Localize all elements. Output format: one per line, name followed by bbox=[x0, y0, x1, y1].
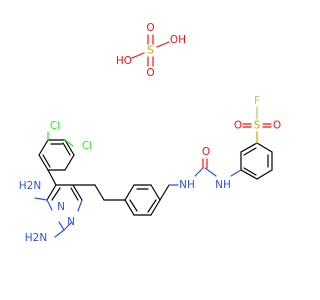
bond bbox=[256, 169, 273, 180]
bond bbox=[58, 221, 65, 231]
bond bbox=[150, 199, 161, 216]
urea-linkage: NH O NH bbox=[179, 146, 231, 191]
bond bbox=[46, 184, 57, 201]
bond bbox=[38, 154, 49, 171]
sulfuric-acid: S O O HO OH bbox=[116, 22, 186, 79]
dichlorophenyl-ring: Cl Cl bbox=[38, 120, 92, 171]
bond bbox=[62, 142, 71, 156]
bond bbox=[240, 142, 258, 153]
bond bbox=[150, 184, 161, 201]
bond bbox=[159, 184, 170, 201]
bond bbox=[47, 169, 57, 186]
fluorine-label: F bbox=[254, 95, 260, 107]
sulfonyl-s-label: S bbox=[254, 120, 261, 132]
amine-lower-label: H2N bbox=[25, 232, 47, 244]
bond bbox=[256, 142, 273, 153]
bond bbox=[230, 169, 242, 177]
amine-upper-label: H2N bbox=[19, 180, 41, 192]
urea-nh-right-label: NH bbox=[215, 179, 231, 191]
chlorine-upper-label: Cl bbox=[50, 120, 60, 132]
bond bbox=[243, 147, 257, 156]
bond bbox=[204, 167, 217, 177]
sulfate-s-label: S bbox=[147, 45, 154, 57]
bond bbox=[46, 199, 53, 211]
sulfate-ho-label: HO bbox=[116, 55, 132, 67]
linker-and-phenylene bbox=[94, 184, 179, 216]
bond bbox=[34, 197, 48, 201]
chlorine-lower-label: Cl bbox=[82, 140, 92, 152]
bond bbox=[54, 229, 65, 238]
sulfonyl-o-left-label: O bbox=[234, 120, 242, 132]
pyrimidine-n-b-label: N bbox=[67, 216, 75, 228]
pyrimidine-ring: H2N H2N N N bbox=[19, 169, 96, 244]
sulfate-o-bottom-label: O bbox=[146, 67, 154, 79]
urea-nh-left-label: NH bbox=[179, 179, 195, 191]
bond bbox=[131, 52, 145, 59]
bond bbox=[64, 154, 75, 171]
pyrimidine-n-a-label: N bbox=[57, 201, 65, 213]
bond bbox=[129, 199, 138, 212]
bond bbox=[94, 184, 105, 201]
sulfonyl-fluoride-phenyl: S O O F bbox=[230, 95, 281, 180]
bond bbox=[124, 199, 135, 216]
carbonyl-o-label: O bbox=[202, 146, 210, 158]
bond bbox=[64, 139, 75, 156]
sulfonyl-o-right-label: O bbox=[273, 120, 281, 132]
bond bbox=[51, 187, 61, 201]
bond bbox=[124, 184, 135, 201]
bond bbox=[243, 167, 257, 176]
bond bbox=[63, 221, 73, 231]
bond bbox=[64, 139, 74, 147]
sulfate-oh-label: OH bbox=[170, 34, 186, 46]
bond bbox=[240, 169, 258, 180]
bond bbox=[77, 199, 83, 212]
bond bbox=[70, 187, 79, 201]
bond bbox=[42, 154, 51, 168]
bond bbox=[147, 199, 157, 213]
bond bbox=[156, 41, 170, 48]
bond bbox=[38, 139, 49, 156]
bond bbox=[194, 167, 204, 177]
sulfate-o-top-label: O bbox=[146, 22, 154, 34]
chemical-structure-diagram: S O O HO OH Cl Cl H2N bbox=[19, 22, 281, 244]
bond bbox=[72, 184, 83, 201]
